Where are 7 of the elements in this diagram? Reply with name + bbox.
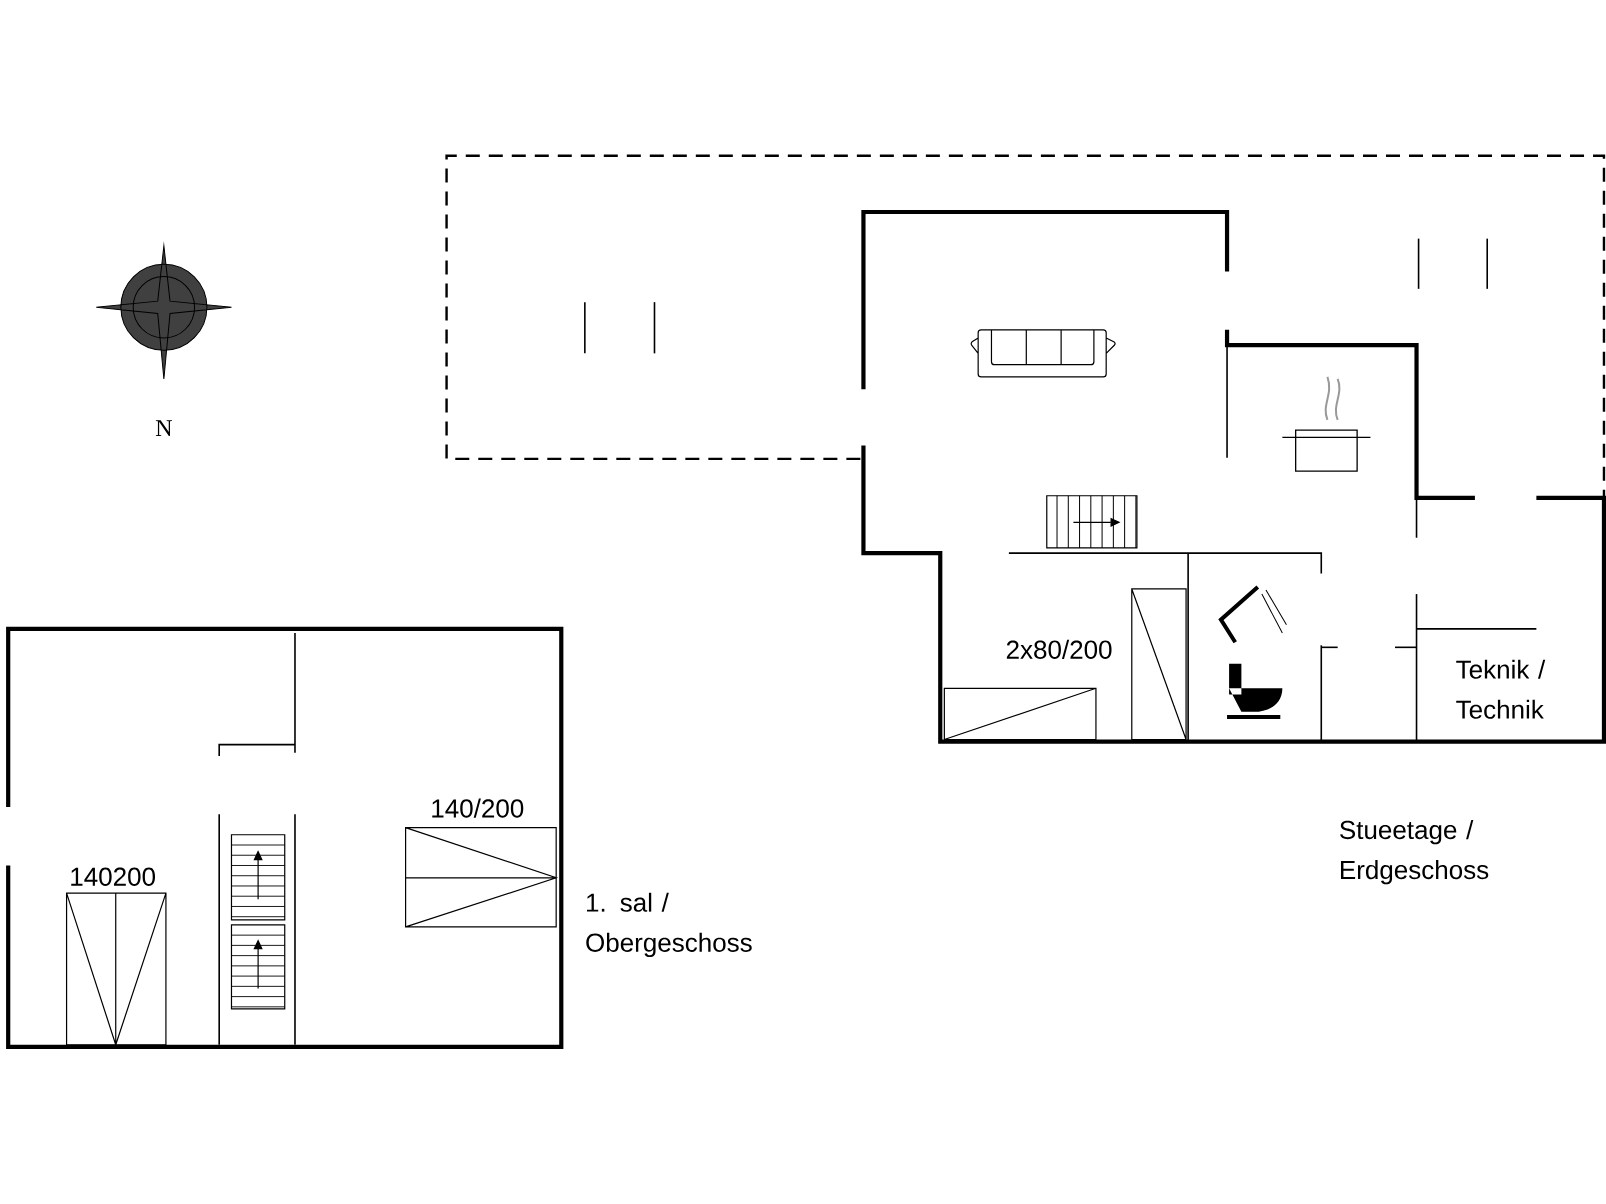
room-label: Teknik / Technik — [1456, 659, 1546, 719]
bed-label: 140200 — [71, 867, 155, 886]
floor-label: Stueetage / Erdgeschoss — [1340, 819, 1489, 885]
bed-label: 140/200 — [432, 798, 524, 818]
compass-letter: N — [155, 420, 172, 436]
floor-label: 1. sal / Obergeschoss — [586, 892, 752, 957]
bed-label: 2x80/200 — [1006, 639, 1112, 659]
